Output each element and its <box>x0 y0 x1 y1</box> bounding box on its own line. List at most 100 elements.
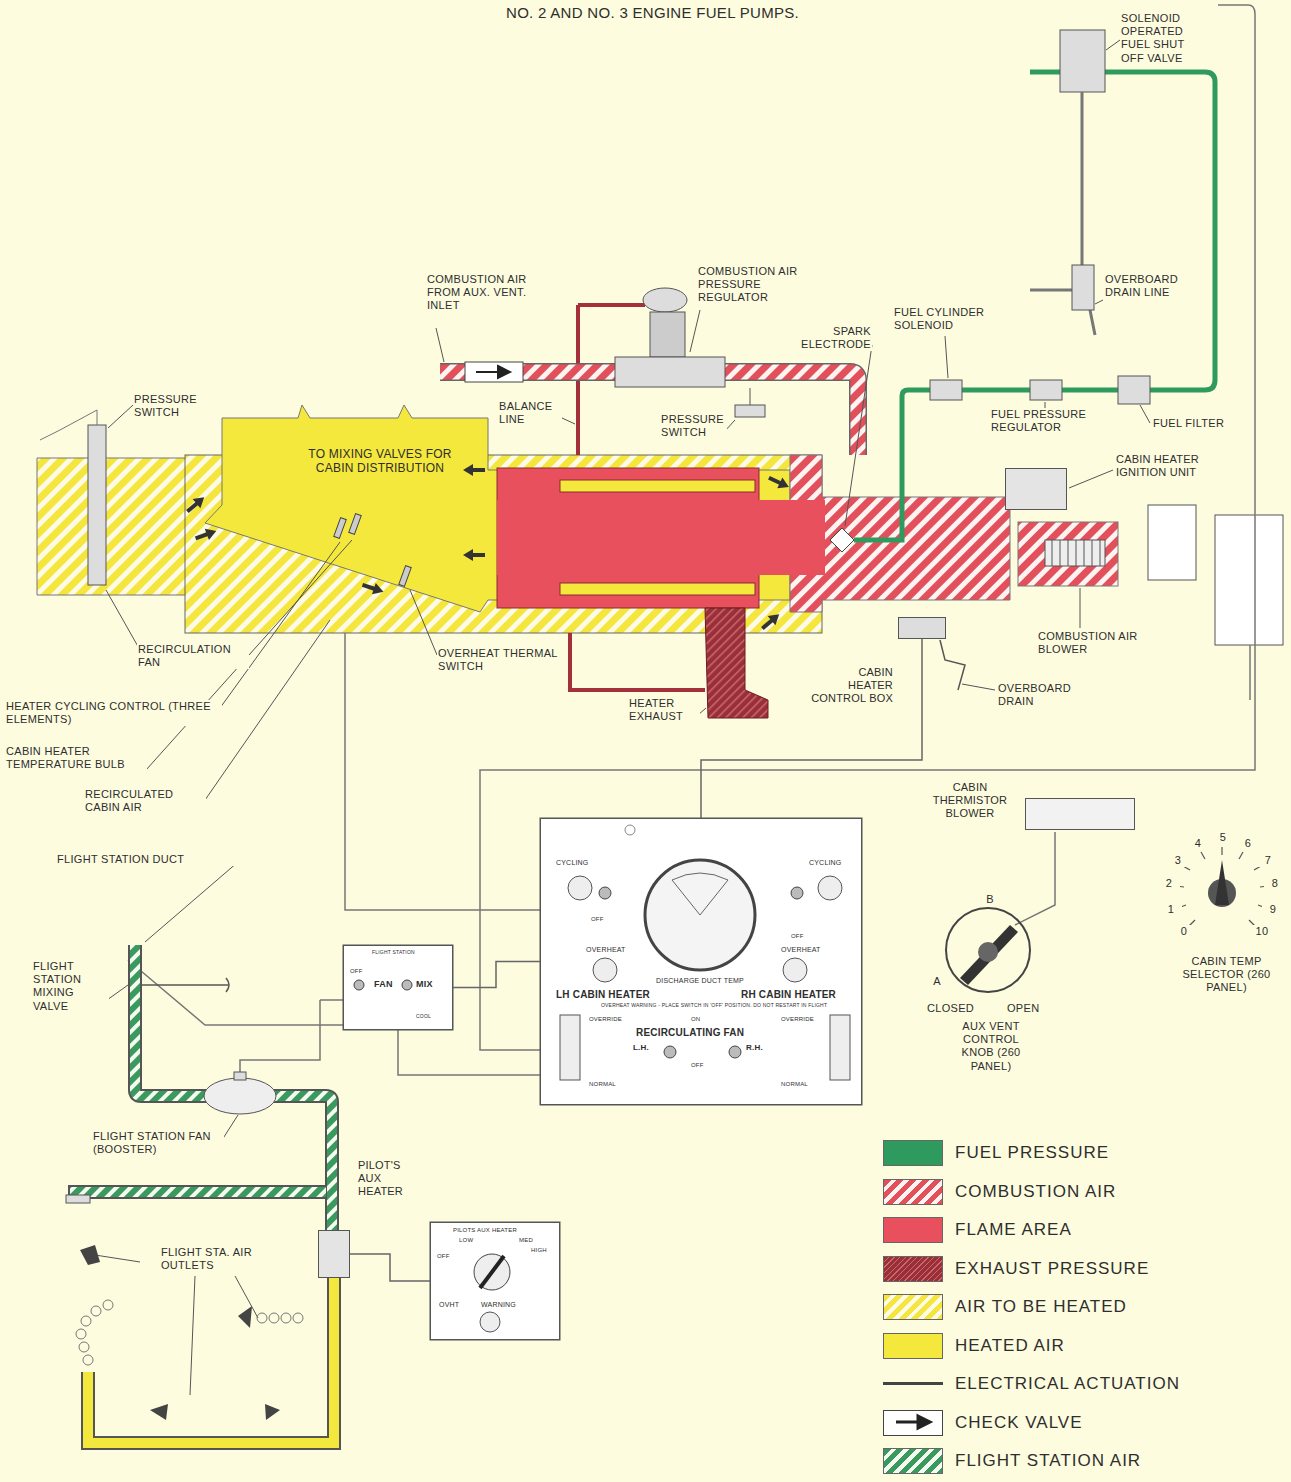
drawing-part <box>1148 505 1196 580</box>
node-text: OVERHEAT WARNING - PLACE SWITCH IN 'OFF'… <box>601 1003 827 1009</box>
drawing-part <box>568 876 592 900</box>
drawing-part <box>1106 40 1120 50</box>
drawing-part <box>945 336 948 378</box>
drawing-part <box>398 1030 540 1075</box>
drawing-part <box>593 958 617 982</box>
drawing-part <box>75 945 332 1232</box>
drawing-part <box>471 468 485 472</box>
part-label: 9 <box>1262 903 1284 916</box>
drawing-part <box>480 1312 500 1332</box>
drawing-part <box>1221 847 1222 855</box>
part-label: 10 <box>1249 925 1275 938</box>
part-label: FUEL CYLINDER SOLENOID <box>893 306 1005 332</box>
drawing-part <box>240 1000 343 1077</box>
legend-swatch <box>883 1410 943 1436</box>
node-text: ON <box>691 1016 700 1023</box>
part-label: A <box>929 975 945 988</box>
drawing-part <box>777 477 791 492</box>
drawing-part <box>643 288 687 312</box>
drawing-part <box>79 1342 89 1352</box>
legend-text: COMBUSTION AIR <box>955 1182 1116 1202</box>
node-text: OVERRIDE <box>781 1016 814 1023</box>
drawing-part <box>187 502 198 511</box>
drawing-part <box>560 480 755 492</box>
drawing-part <box>705 608 768 718</box>
drawing-part <box>194 525 219 544</box>
drawing-part <box>463 549 485 561</box>
drawing-part <box>349 514 361 535</box>
drawing-part <box>88 1278 334 1443</box>
drawing-part <box>345 633 540 910</box>
drawing-part <box>430 1222 560 1340</box>
part-label: FUEL PRESSURE REGULATOR <box>990 408 1112 434</box>
fuel-system <box>854 30 1283 645</box>
drawing-part <box>791 887 803 899</box>
drawing-part <box>818 876 842 900</box>
node-text: RH CABIN HEATER <box>741 989 836 1001</box>
node-text: FLIGHT STATION <box>372 950 415 956</box>
node-text: MED <box>519 1237 533 1244</box>
drawing-part <box>960 925 1018 985</box>
legend-swatch <box>883 1140 943 1166</box>
node-text: OVERHEAT <box>586 946 626 954</box>
drawing-part <box>480 1256 504 1288</box>
drawing-part <box>103 1300 113 1310</box>
wire-connector <box>453 962 540 988</box>
legend-text: ELECTRICAL ACTUATION <box>955 1374 1180 1394</box>
part-label: 5 <box>1212 831 1234 844</box>
drawing-part <box>625 825 635 835</box>
drawing-part <box>766 472 791 492</box>
drawing-part <box>40 410 97 440</box>
legend-swatch <box>883 1256 943 1282</box>
drawing-part <box>81 1316 91 1326</box>
drawing-part <box>91 1306 101 1316</box>
node-text: OVERHEAT <box>781 946 821 954</box>
drawing-part <box>190 1276 195 1395</box>
drawing-part <box>560 583 755 595</box>
part-label: SPARK ELECTRODE <box>790 325 872 351</box>
drawing-part <box>204 1078 276 1114</box>
node-text: OFF <box>591 916 604 923</box>
drawing-part <box>672 873 728 915</box>
part-label: AUX VENT CONTROL KNOB (260 PANEL) <box>950 1020 1032 1073</box>
drawing-part <box>476 366 510 378</box>
legend-text: FLIGHT STATION AIR <box>955 1451 1141 1471</box>
part-label: NO. 2 AND NO. 3 ENGINE FUEL PUMPS. <box>505 4 800 22</box>
drawing-part <box>269 1313 279 1323</box>
node-text: OVERRIDE <box>589 1016 622 1023</box>
drawing-part <box>436 328 444 362</box>
node-text: PILOT'S AUX HEATER <box>358 1159 420 1199</box>
node-text: RECIRCULATING FAN <box>636 1027 744 1039</box>
drawing-part <box>293 1313 303 1323</box>
drawing-part <box>1072 265 1094 310</box>
legend-text: EXHAUST PRESSURE <box>955 1259 1149 1279</box>
drawing-part <box>196 534 209 539</box>
legend-swatch <box>883 1448 943 1474</box>
drawing-part <box>1118 376 1150 404</box>
part-label: HEATER CYCLING CONTROL (THREE ELEMENTS) <box>5 700 222 726</box>
drawing-part <box>1249 645 1251 700</box>
drawing-part <box>735 405 765 417</box>
part-label: RECIRCULATED CABIN AIR <box>84 788 206 814</box>
drawing-part <box>108 405 133 428</box>
drawing-part <box>769 478 782 484</box>
drawing-part <box>1239 852 1243 859</box>
drawing-part <box>145 862 238 942</box>
node-text: FAN <box>374 979 393 989</box>
part-label: HEATER EXHAUST <box>628 697 700 723</box>
part-label: FLIGHT STATION DUCT <box>56 853 238 866</box>
control-box: CABIN HEATER CONTROL BOX <box>898 617 946 639</box>
legend-text: FUEL PRESSURE <box>955 1143 1109 1163</box>
part-label: PRESSURE SWITCH <box>660 413 727 439</box>
node-text: CYCLING <box>809 859 842 867</box>
part-label: RECIRCULATION FAN <box>137 643 249 669</box>
part-label: 7 <box>1257 854 1279 867</box>
drawing-part <box>193 493 208 509</box>
drawing-part <box>497 500 825 575</box>
node-text: CYCLING <box>556 859 589 867</box>
node-text: R.H. <box>746 1043 763 1052</box>
node-text: OFF <box>437 1253 450 1260</box>
heater-body <box>37 305 1118 718</box>
part-label: 2 <box>1158 877 1180 890</box>
